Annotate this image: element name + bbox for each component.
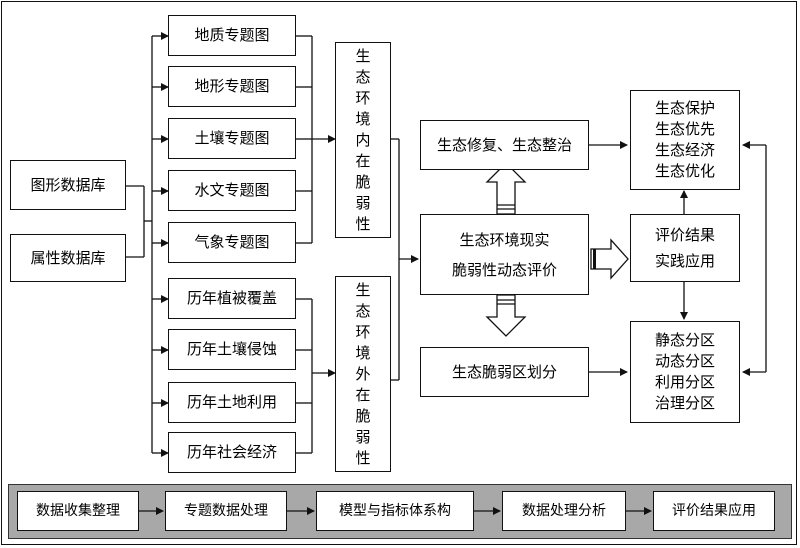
protection-item: 生态优先: [654, 120, 715, 138]
workflow-step-analysis: 数据处理分析: [502, 491, 626, 531]
vegetation-history-box: 历年植被覆盖: [168, 278, 296, 319]
workflow-step-model: 模型与指标体系构: [316, 491, 474, 531]
protection-box: 生态保护 生态优先 生态经济 生态优化: [630, 90, 740, 190]
restoration-box: 生态修复、生态整治: [420, 120, 589, 170]
external-char: 境: [355, 343, 371, 362]
internal-char: 脆: [355, 172, 371, 191]
external-char: 性: [355, 448, 371, 467]
external-char: 脆: [355, 406, 371, 425]
internal-char: 弱: [355, 193, 371, 212]
external-char: 在: [355, 385, 371, 404]
region-item: 静态分区: [654, 331, 715, 349]
evaluation-line-1: 生态环境现实: [459, 230, 550, 249]
dynamic-evaluation-box: 生态环境现实 脆弱性动态评价: [420, 214, 589, 295]
external-fragility-box: 生 态 环 境 外 在 脆 弱 性: [335, 276, 391, 472]
protection-item: 生态经济: [654, 141, 715, 159]
external-char: 环: [355, 322, 371, 341]
soil-map-box: 土壤专题图: [168, 118, 296, 159]
workflow-step-apply: 评价结果应用: [653, 491, 775, 531]
soil-erosion-history-box: 历年土壤侵蚀: [168, 329, 296, 370]
land-use-history-box: 历年土地利用: [168, 382, 296, 423]
region-item: 利用分区: [654, 373, 715, 391]
attribute-database-box: 属性数据库: [10, 234, 126, 282]
graphic-database-box: 图形数据库: [10, 160, 126, 210]
internal-char: 态: [355, 67, 371, 86]
geology-map-box: 地质专题图: [168, 15, 296, 56]
terrain-map-box: 地形专题图: [168, 66, 296, 107]
internal-fragility-box: 生 态 环 境 内 在 脆 弱 性: [335, 42, 391, 238]
application-line: 实践应用: [654, 252, 715, 270]
workflow-step-collect: 数据收集整理: [17, 491, 139, 531]
internal-char: 境: [355, 109, 371, 128]
application-line: 评价结果: [654, 226, 715, 244]
workflow-step-thematic: 专题数据处理: [165, 491, 287, 531]
application-box: 评价结果 实践应用: [630, 214, 740, 282]
region-item: 动态分区: [654, 352, 715, 370]
internal-char: 生: [355, 46, 371, 65]
internal-char: 性: [355, 214, 371, 233]
external-char: 生: [355, 280, 371, 299]
fragile-zone-box: 生态脆弱区划分: [420, 347, 589, 397]
meteorology-map-box: 气象专题图: [168, 222, 296, 263]
external-char: 外: [355, 364, 371, 383]
evaluation-line-2: 脆弱性动态评价: [451, 260, 557, 279]
protection-item: 生态优化: [654, 162, 715, 180]
internal-char: 内: [355, 130, 371, 149]
region-item: 治理分区: [654, 394, 715, 412]
socioeconomic-history-box: 历年社会经济: [168, 432, 296, 473]
hydrology-map-box: 水文专题图: [168, 170, 296, 211]
external-char: 态: [355, 301, 371, 320]
regions-box: 静态分区 动态分区 利用分区 治理分区: [630, 321, 740, 423]
internal-char: 环: [355, 88, 371, 107]
internal-char: 在: [355, 151, 371, 170]
external-char: 弱: [355, 427, 371, 446]
protection-item: 生态保护: [654, 99, 715, 117]
